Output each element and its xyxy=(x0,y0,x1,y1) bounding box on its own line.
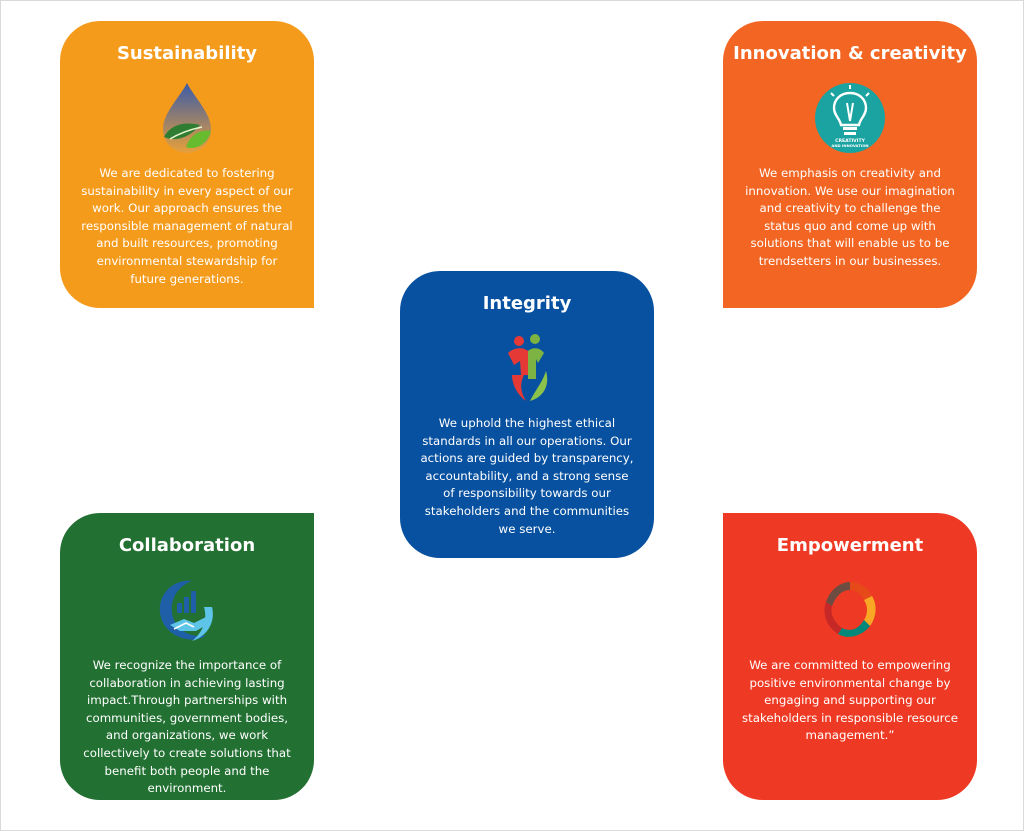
water-drop-leaf-icon xyxy=(150,81,224,155)
card-description: We recognize the importance of collabora… xyxy=(83,658,291,796)
card-title: Collaboration xyxy=(118,535,256,556)
circle-of-hands-icon xyxy=(813,573,887,647)
card-description: We uphold the highest ethical standards … xyxy=(420,416,634,536)
svg-text:AND INNOVATION: AND INNOVATION xyxy=(831,143,868,148)
card-title: Empowerment xyxy=(776,535,924,556)
handshake-chart-icon xyxy=(150,573,224,647)
card-description: We are committed to empowering positive … xyxy=(741,658,959,743)
card-description: We emphasis on creativity and innovation… xyxy=(745,166,955,268)
card-empowerment: Empowerment We are committed to empoweri… xyxy=(723,513,977,800)
card-description: We are dedicated to fostering sustainabi… xyxy=(81,166,293,286)
card-innovation: Innovation & creativity CREATIVITY AND I… xyxy=(723,21,977,308)
svg-text:CREATIVITY: CREATIVITY xyxy=(835,138,865,144)
card-integrity: Integrity We uphold the highest ethical … xyxy=(400,271,654,558)
card-title: Integrity xyxy=(482,293,572,314)
card-collaboration: Collaboration We recognize the importanc… xyxy=(60,513,314,800)
card-sustainability: Sustainability We are dedicated to foste… xyxy=(60,21,314,308)
card-title: Innovation & creativity xyxy=(733,43,967,64)
lightbulb-icon: CREATIVITY AND INNOVATION xyxy=(813,81,887,155)
card-title: Sustainability xyxy=(116,43,258,64)
people-leaf-icon xyxy=(490,331,564,405)
